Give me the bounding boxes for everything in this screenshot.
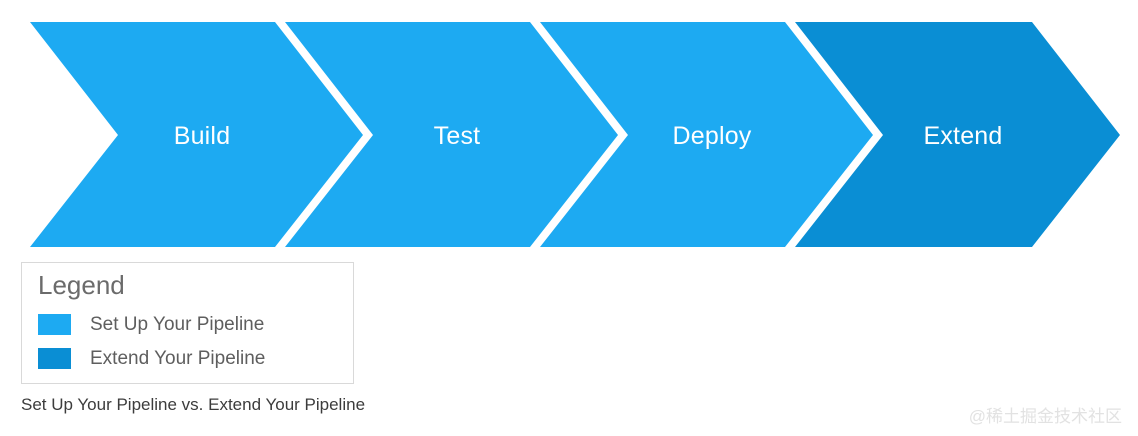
legend-label-extend: Extend Your Pipeline [90, 347, 266, 369]
legend-title: Legend [38, 270, 125, 300]
chevron-step-test[interactable]: Test [285, 22, 618, 247]
figure-caption: Set Up Your Pipeline vs. Extend Your Pip… [21, 395, 366, 414]
chevron-label-test: Test [434, 122, 481, 150]
chevron-label-deploy: Deploy [672, 122, 751, 150]
chevron-label-extend: Extend [923, 122, 1002, 150]
chevron-shape-test [285, 22, 618, 247]
legend-item-list: Set Up Your Pipeline Extend Your Pipelin… [38, 307, 338, 375]
chevron-step-build[interactable]: Build [30, 22, 363, 247]
legend-label-setup: Set Up Your Pipeline [90, 313, 265, 335]
legend-swatch-extend-icon [38, 347, 71, 369]
chevron-shape-extend [795, 22, 1120, 247]
legend-swatch-setup-icon [38, 313, 71, 335]
legend-item-setup: Set Up Your Pipeline [38, 307, 338, 341]
chevron-band: Build Test Deploy Extend [30, 22, 1120, 247]
chevron-shape-build [30, 22, 363, 247]
legend-box: Legend Set Up Your Pipeline Extend Your … [21, 262, 354, 384]
chevron-shape-deploy [540, 22, 873, 247]
chevron-step-extend[interactable]: Extend [795, 22, 1120, 247]
legend-item-extend: Extend Your Pipeline [38, 341, 338, 375]
chevron-label-build: Build [174, 122, 231, 150]
chevron-svg: Build Test Deploy Extend [30, 22, 1120, 247]
watermark: @稀土掘金技术社区 [968, 407, 1122, 426]
chevron-step-deploy[interactable]: Deploy [540, 22, 873, 247]
